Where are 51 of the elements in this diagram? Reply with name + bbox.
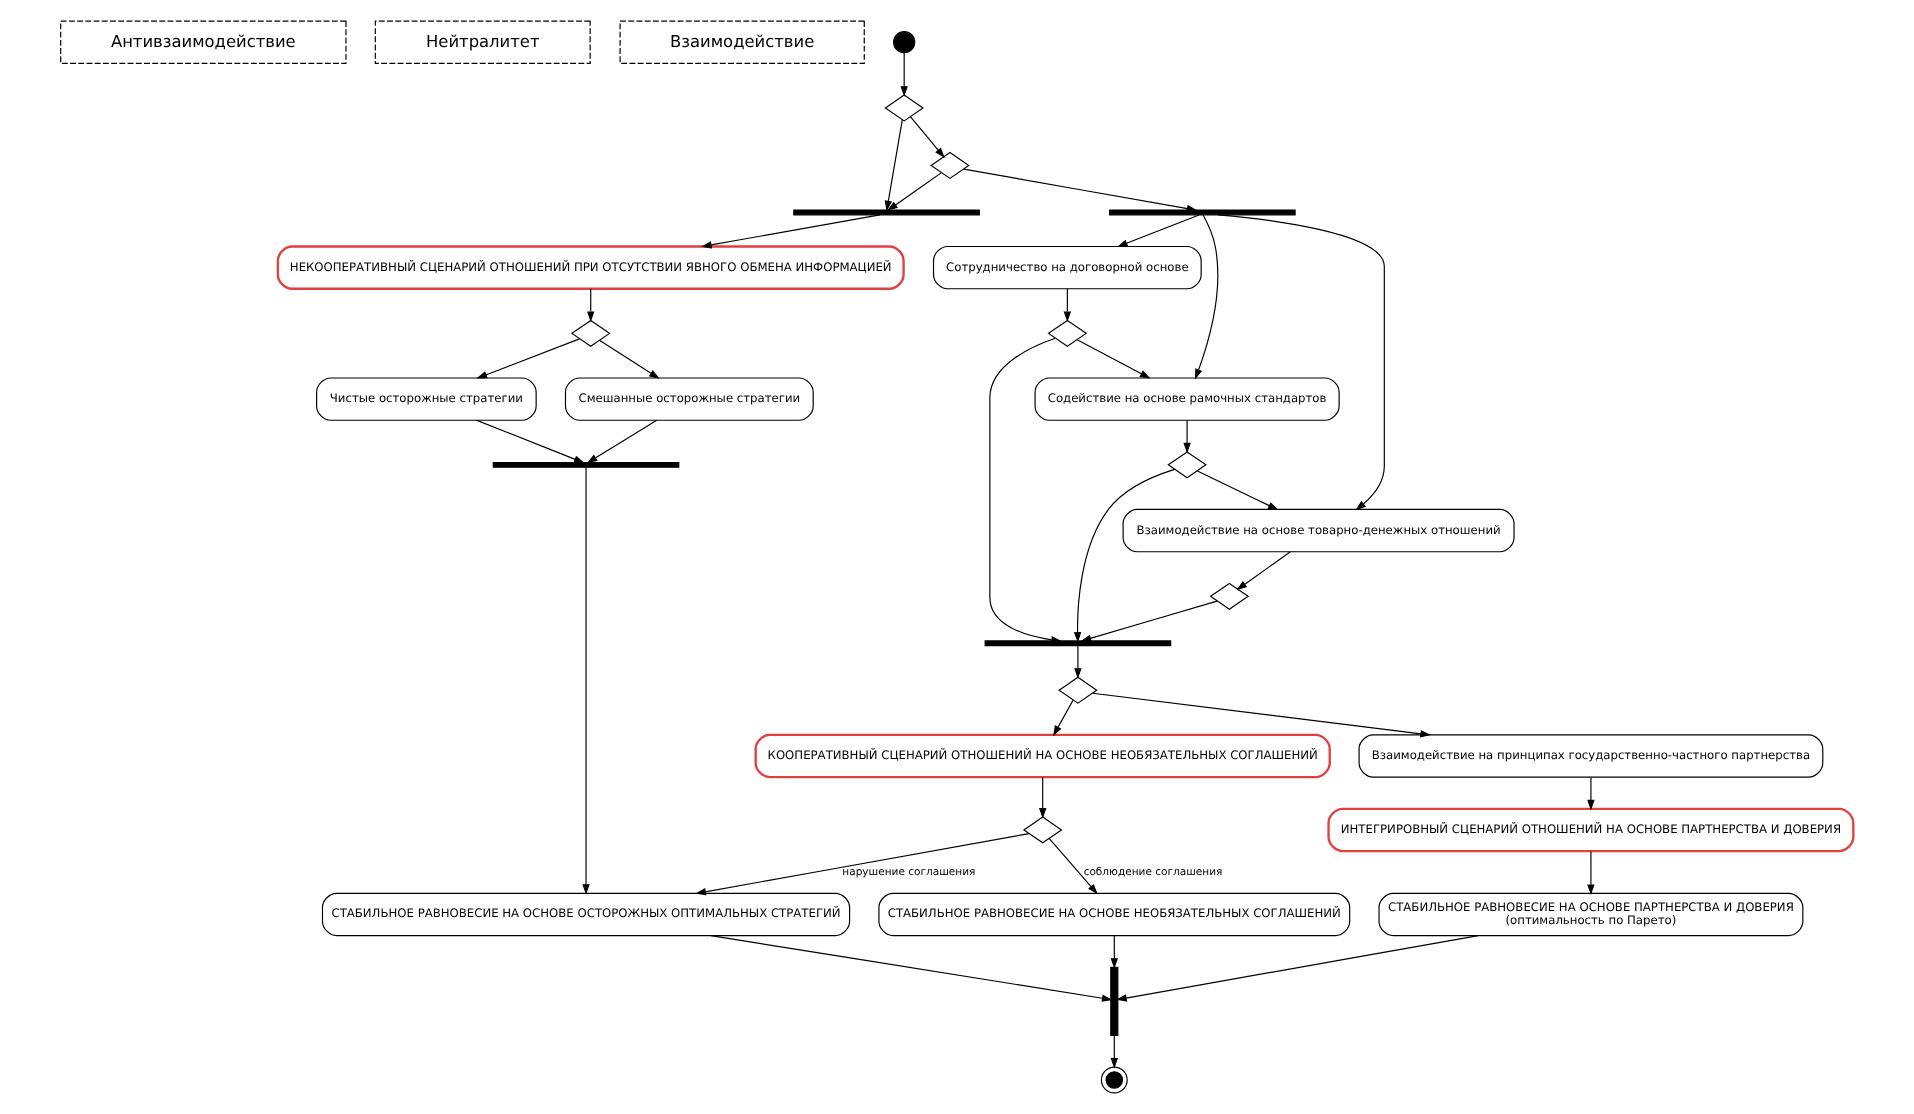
node-diamond — [930, 151, 970, 180]
arrow — [1236, 551, 1291, 591]
arrow — [887, 172, 942, 211]
arrow — [1074, 645, 1082, 679]
node-box: Антивзаимодействие — [60, 20, 347, 64]
node-bar — [984, 640, 1172, 647]
arrow — [1053, 699, 1074, 737]
node-box: Нейтралитет — [374, 20, 591, 64]
arrow — [1110, 935, 1118, 969]
arrow — [710, 935, 1113, 1002]
arrow — [1195, 214, 1219, 380]
node-bar — [793, 209, 980, 216]
arrow — [963, 168, 1198, 213]
arrow — [1110, 1035, 1118, 1069]
arrow — [1048, 838, 1098, 895]
node-bar — [492, 461, 680, 468]
arrow — [989, 337, 1062, 644]
node-diamond — [1058, 676, 1098, 704]
arrow — [1080, 600, 1218, 642]
node-diamond — [1022, 816, 1063, 844]
arrow — [599, 339, 660, 379]
node-bar — [1109, 209, 1296, 216]
node-circle — [893, 31, 916, 54]
arrow — [587, 288, 595, 322]
arrow — [701, 214, 881, 249]
arrow — [476, 419, 585, 464]
arrow — [476, 338, 581, 379]
arrow — [1076, 339, 1151, 379]
node-box: Взаимодействие — [619, 20, 865, 64]
arrow — [1587, 776, 1595, 811]
arrow — [1063, 288, 1072, 322]
node-bar — [1110, 966, 1119, 1036]
node-diamond — [570, 319, 611, 347]
arrow — [900, 52, 908, 97]
node-diamond — [884, 94, 924, 122]
arrow — [1073, 468, 1176, 643]
arrow — [695, 833, 1030, 896]
arrow — [1117, 214, 1200, 247]
arrow — [1587, 850, 1595, 895]
arrow — [1039, 776, 1047, 819]
arrow — [582, 467, 590, 895]
node-diamond — [1047, 319, 1088, 347]
arrow — [1196, 470, 1279, 511]
arrow — [1183, 419, 1191, 454]
arrow — [1116, 935, 1479, 1002]
arrow — [884, 119, 903, 212]
arrow — [586, 419, 658, 464]
arrow — [1217, 214, 1385, 511]
arrow — [1092, 692, 1431, 738]
arrow — [909, 116, 945, 159]
node-diamond — [1167, 451, 1207, 479]
